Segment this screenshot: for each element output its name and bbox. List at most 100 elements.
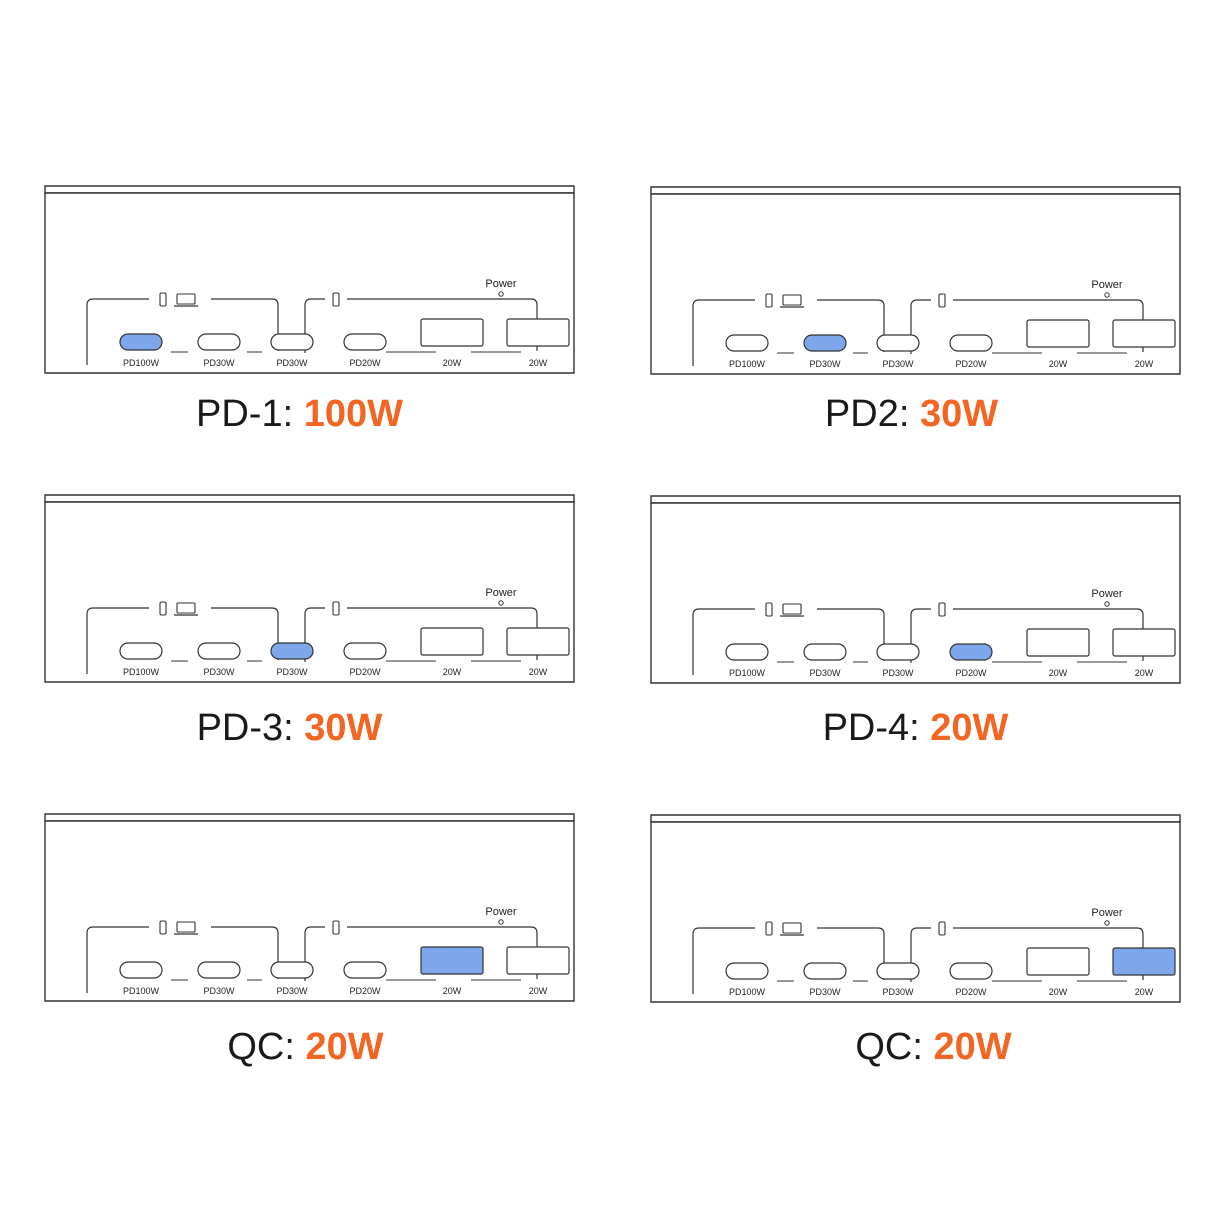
usb-c-port-c4 bbox=[343, 642, 387, 660]
caption-pd2: PD2: 30W bbox=[646, 392, 1177, 436]
usb-c-port-c2 bbox=[197, 333, 241, 351]
power-led-icon bbox=[1104, 601, 1110, 607]
usb-c-port-c1 bbox=[725, 334, 769, 352]
bracket-left bbox=[211, 926, 279, 979]
phone-icon bbox=[159, 601, 167, 616]
usb-a-port-a2 bbox=[506, 318, 570, 347]
phone-icon bbox=[332, 920, 340, 935]
laptop-icon bbox=[176, 602, 196, 614]
phone-icon bbox=[765, 602, 773, 617]
usb-c-port-c4-active bbox=[949, 643, 993, 661]
port-label-c4: PD20W bbox=[349, 667, 381, 677]
bracket-left bbox=[211, 607, 279, 660]
port-label-c2: PD30W bbox=[203, 667, 235, 677]
phone-icon bbox=[332, 601, 340, 616]
usb-a-port-a1-active bbox=[420, 946, 484, 975]
housing-top-edge bbox=[650, 814, 1181, 823]
usb-c-port-c1 bbox=[725, 643, 769, 661]
port-label-c1: PD100W bbox=[123, 986, 160, 996]
usb-a-port-a1 bbox=[1026, 319, 1090, 348]
caption-value: 20W bbox=[930, 707, 1009, 749]
usb-a-port-a1 bbox=[1026, 628, 1090, 657]
power-led-icon bbox=[498, 919, 504, 925]
port-label-c3: PD30W bbox=[276, 667, 308, 677]
bracket-left bbox=[692, 608, 755, 675]
caption-prefix: PD-1: bbox=[196, 393, 304, 435]
usb-a-port-a1 bbox=[420, 318, 484, 347]
bracket-left bbox=[817, 299, 885, 352]
port-label-c4: PD20W bbox=[349, 358, 381, 368]
usb-c-port-c1-active bbox=[119, 333, 163, 351]
laptop-icon bbox=[782, 294, 802, 306]
phone-icon bbox=[159, 292, 167, 307]
port-label-c4: PD20W bbox=[349, 986, 381, 996]
bracket-left bbox=[692, 299, 755, 366]
laptop-icon bbox=[176, 293, 196, 305]
laptop-icon bbox=[782, 922, 802, 934]
port-label-c2: PD30W bbox=[809, 359, 841, 369]
phone-icon bbox=[938, 293, 946, 308]
power-led-icon bbox=[498, 291, 504, 297]
usb-c-port-c4 bbox=[343, 333, 387, 351]
bracket-right bbox=[910, 608, 931, 663]
port-label-c1: PD100W bbox=[123, 358, 160, 368]
power-label: Power bbox=[485, 906, 517, 918]
port-label-a1: 20W bbox=[443, 667, 462, 677]
laptop-icon bbox=[176, 921, 196, 933]
port-label-a2: 20W bbox=[1135, 359, 1154, 369]
caption-value: 20W bbox=[305, 1026, 384, 1068]
power-label: Power bbox=[1091, 279, 1123, 291]
laptop-icon bbox=[782, 603, 802, 615]
bracket-right bbox=[910, 927, 931, 982]
housing-top-edge bbox=[650, 186, 1181, 195]
usb-a-port-a2 bbox=[506, 946, 570, 975]
usb-c-port-c3 bbox=[270, 333, 314, 351]
usb-c-port-c2 bbox=[803, 962, 847, 980]
usb-a-port-a2 bbox=[506, 627, 570, 656]
port-label-c3: PD30W bbox=[882, 359, 914, 369]
caption-prefix: QC: bbox=[227, 1026, 306, 1068]
housing-top-edge bbox=[44, 185, 575, 194]
usb-c-port-c2 bbox=[803, 643, 847, 661]
port-label-a1: 20W bbox=[1049, 987, 1068, 997]
usb-a-port-a2-active bbox=[1112, 947, 1176, 976]
caption-prefix: PD-4: bbox=[822, 707, 931, 749]
bracket-left bbox=[86, 926, 149, 993]
bracket-left bbox=[817, 927, 885, 980]
usb-c-port-c3 bbox=[876, 334, 920, 352]
usb-c-port-c2-active bbox=[803, 334, 847, 352]
phone-icon bbox=[765, 921, 773, 936]
usb-c-port-c4 bbox=[343, 961, 387, 979]
phone-icon bbox=[159, 920, 167, 935]
housing-top-edge bbox=[44, 813, 575, 822]
caption-prefix: PD2: bbox=[824, 393, 920, 435]
housing-top-edge bbox=[650, 495, 1181, 504]
power-label: Power bbox=[485, 278, 517, 290]
phone-icon bbox=[765, 293, 773, 308]
usb-c-port-c3 bbox=[270, 961, 314, 979]
port-label-c2: PD30W bbox=[203, 986, 235, 996]
port-label-c3: PD30W bbox=[882, 987, 914, 997]
caption-pd3: PD-3: 30W bbox=[24, 706, 555, 750]
port-label-c4: PD20W bbox=[955, 668, 987, 678]
bracket-right bbox=[304, 926, 325, 981]
power-led-icon bbox=[498, 600, 504, 606]
usb-c-port-c4 bbox=[949, 962, 993, 980]
usb-c-port-c3-active bbox=[270, 642, 314, 660]
port-label-c4: PD20W bbox=[955, 987, 987, 997]
usb-a-port-a2 bbox=[1112, 319, 1176, 348]
port-label-a1: 20W bbox=[443, 986, 462, 996]
